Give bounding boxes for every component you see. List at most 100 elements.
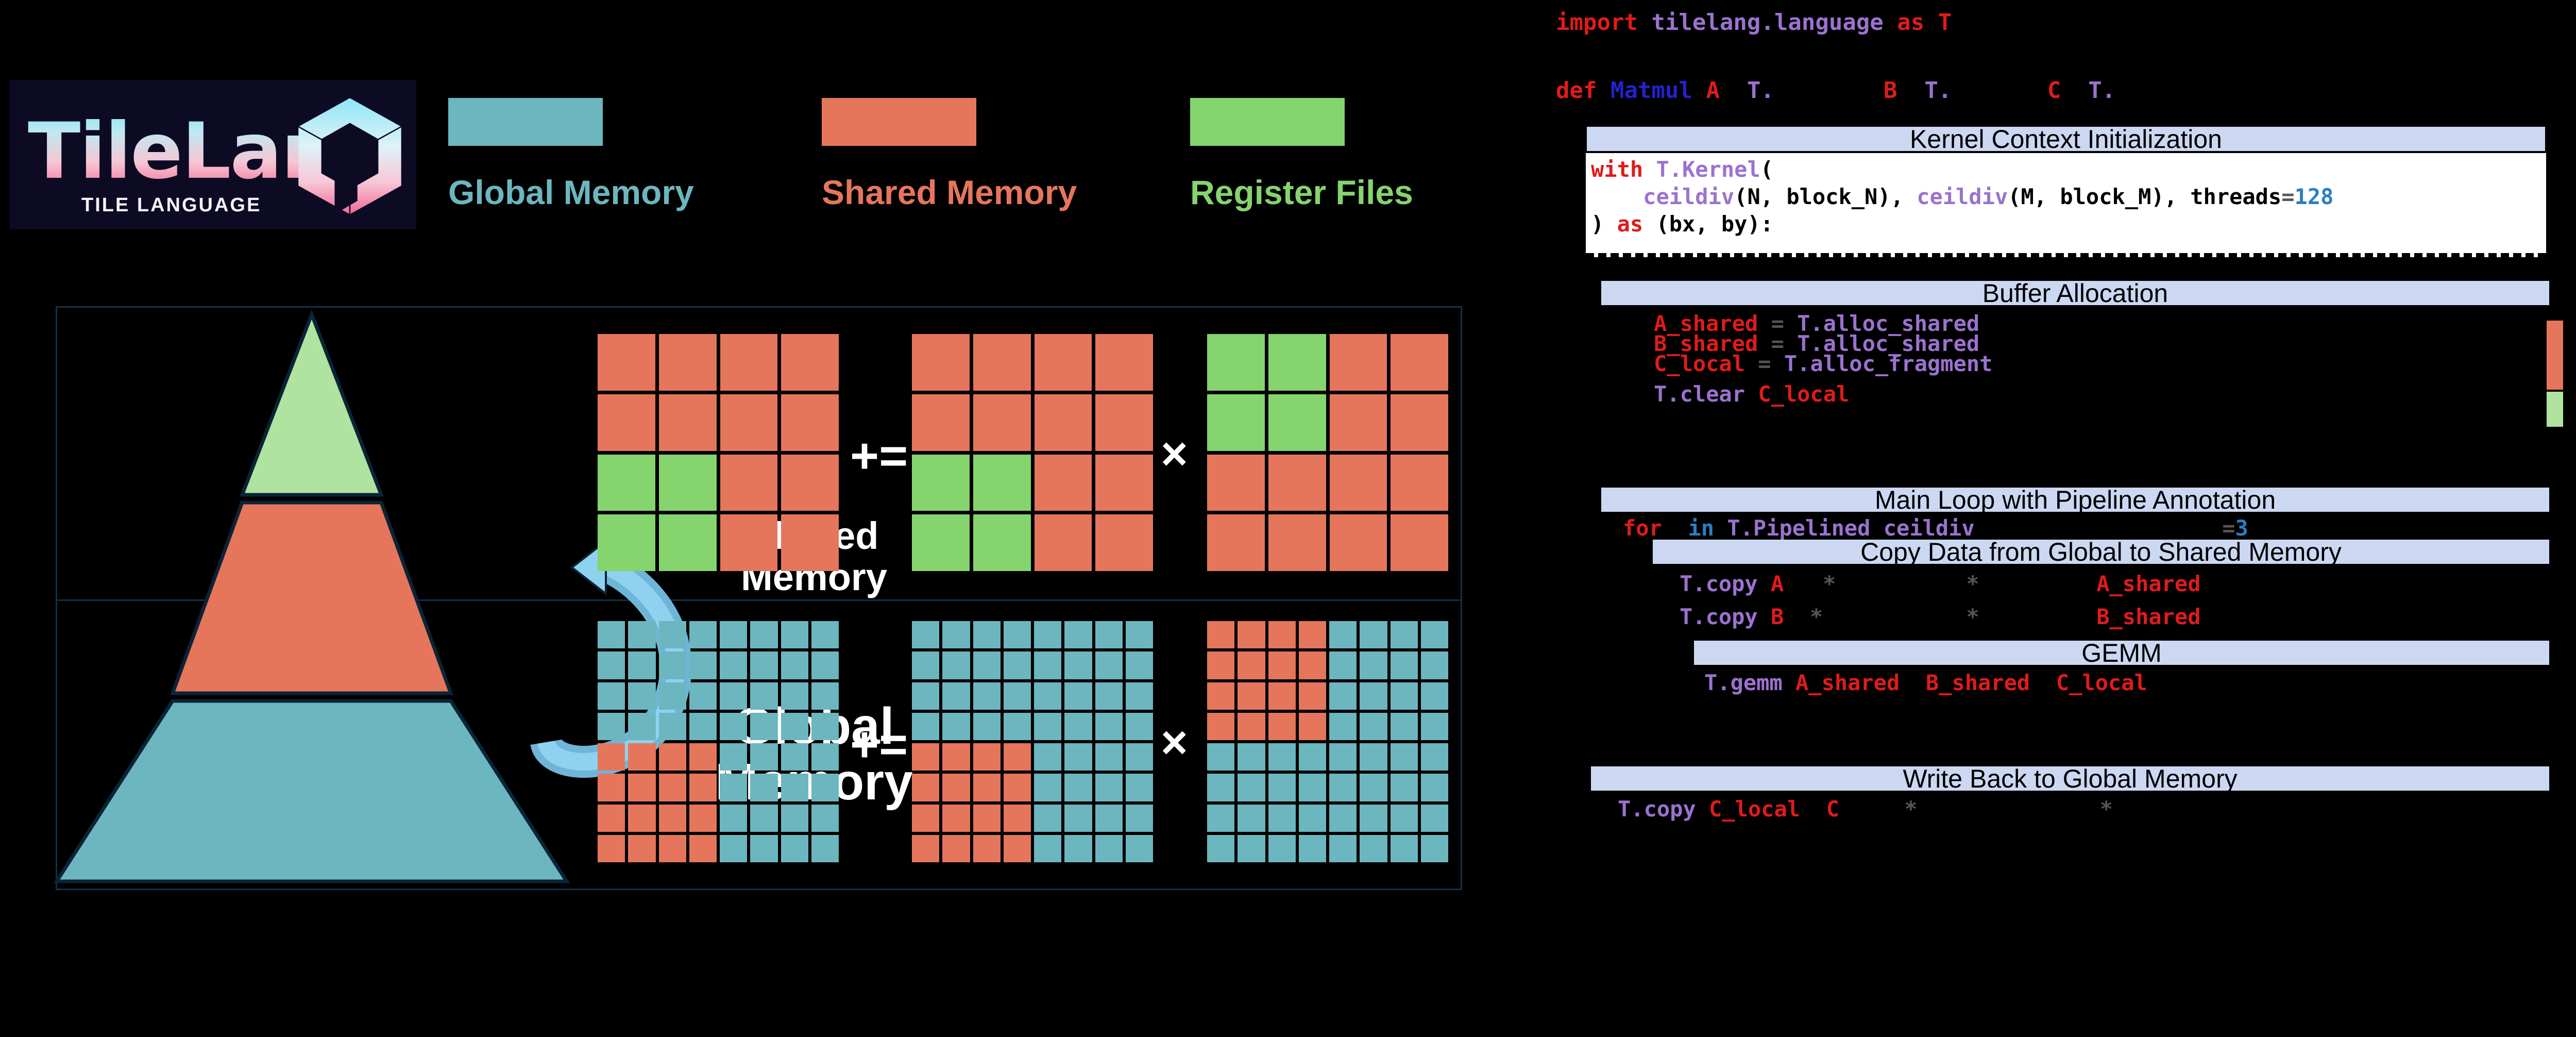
code-token: A_shared	[1795, 670, 1900, 695]
logo-subtitle: TILE LANGUAGE	[81, 194, 262, 216]
matrix-cell	[1207, 514, 1265, 571]
code-line: T.clear C_local	[1654, 381, 1849, 407]
matrix-cell	[1268, 743, 1296, 771]
code-token: T.copy	[1618, 796, 1696, 822]
matrix-cell	[1125, 712, 1153, 740]
legend-swatch-register-files	[1190, 98, 1345, 146]
matrix-cell	[781, 514, 839, 571]
code-token: T.	[2088, 77, 2116, 104]
code-token: T.Pipelined ceildiv	[1727, 515, 1975, 541]
code-token	[1696, 796, 1709, 822]
matrix-cell	[1329, 454, 1387, 511]
matrix-cell	[942, 834, 970, 862]
matrix-cell	[1391, 454, 1448, 511]
matrix-cell	[1125, 804, 1153, 832]
matrix-cell	[1095, 804, 1123, 832]
code-token: Matmul	[1610, 77, 1692, 104]
code-token: *	[1966, 604, 1979, 629]
matrix-grid-c-local-operand	[912, 334, 1153, 571]
matrix-cell	[658, 743, 686, 771]
matrix-cell	[598, 394, 655, 451]
matrix-cell	[1064, 712, 1092, 740]
matrix-cell	[720, 804, 748, 832]
code-token	[1745, 381, 1758, 407]
code-token	[1979, 571, 2097, 596]
code-token: =	[1758, 331, 1798, 356]
matrix-cell	[1268, 334, 1326, 391]
matrix-cell	[1064, 804, 1092, 832]
matrix-cell	[720, 682, 748, 710]
matrix-cell	[1207, 743, 1235, 771]
matrix-cell	[973, 712, 1001, 740]
code-token: as	[1617, 211, 1643, 237]
matrix-cell	[1238, 834, 1265, 862]
matrix-cell	[811, 651, 839, 679]
matrix-cell	[781, 743, 808, 771]
code-token: C	[1826, 796, 1839, 822]
matrix-grid-a-shared-fragment	[1207, 334, 1448, 571]
matrix-cell	[973, 804, 1001, 832]
code-token: C_local	[2056, 670, 2147, 695]
matrix-cell	[1298, 682, 1326, 710]
code-token: 3	[2235, 515, 2248, 541]
legend-swatch-global-memory	[448, 98, 603, 146]
tilelang-logo: TileLang TILE LANGUAGE	[9, 80, 416, 229]
matrix-cell	[1298, 621, 1326, 649]
pyramid-tier-register-files	[239, 309, 384, 497]
legend-label-global-memory: Global Memory	[448, 173, 694, 211]
matrix-cell	[720, 774, 748, 801]
matrix-cell	[689, 712, 717, 740]
matrix-cell	[1360, 804, 1387, 832]
matrix-cell	[1329, 774, 1357, 801]
code-token: A_shared	[1654, 311, 1758, 336]
matrix-cell	[811, 712, 839, 740]
matrix-cell	[598, 712, 625, 740]
matrix-cell	[1064, 774, 1092, 801]
diagram-panel: TileLang TILE LANGUAGE	[9, 80, 1462, 890]
matrix-cell	[750, 834, 778, 862]
matrix-cell	[1095, 651, 1123, 679]
code-token	[1774, 77, 1884, 104]
matrix-cell	[942, 712, 970, 740]
matrix-cell	[1095, 394, 1153, 451]
section-header-main-loop-with-pipeline-annotation: Main Loop with Pipeline Annotation	[1601, 486, 2549, 514]
matrix-cell	[1238, 774, 1265, 801]
matrix-cell	[1329, 804, 1357, 832]
matrix-cell	[1207, 834, 1235, 862]
matrix-cell	[658, 394, 717, 451]
section-header-buffer-allocation: Buffer Allocation	[1601, 279, 2549, 308]
code-token: *	[1823, 571, 1836, 596]
code-token: T.Kernel	[1656, 157, 1760, 182]
matrix-cell	[1034, 454, 1092, 511]
matrix-cell	[1329, 334, 1387, 391]
matrix-cell	[750, 621, 778, 649]
matrix-cell	[689, 774, 717, 801]
matrix-cell	[1390, 621, 1418, 649]
code-token	[1758, 571, 1771, 596]
matrix-cell	[598, 774, 625, 801]
code-token: (bx, by):	[1643, 211, 1774, 237]
code-line: ceildiv(N, block_N), ceildiv(M, block_M)…	[1591, 184, 2333, 209]
matrix-grid-c-global-operand	[912, 621, 1153, 862]
matrix-cell	[689, 651, 717, 679]
side-marker-shared-memory	[2547, 321, 2563, 390]
code-token	[1783, 670, 1795, 695]
matrix-cell	[973, 334, 1031, 391]
matrix-cell	[658, 804, 686, 832]
matrix-cell	[1420, 774, 1448, 801]
matrix-cell	[1207, 334, 1265, 391]
code-token	[1839, 796, 1904, 822]
matrix-cell	[1298, 834, 1326, 862]
matrix-cell	[1003, 774, 1031, 801]
matrix-cell	[912, 454, 970, 511]
matrix-cell	[1390, 774, 1418, 801]
code-token: (M, block_M),	[2008, 184, 2191, 209]
matrix-cell	[1238, 651, 1265, 679]
matrix-cell	[811, 834, 839, 862]
matrix-cell	[658, 682, 686, 710]
matrix-grid-c-local-accum	[598, 334, 839, 571]
code-token: (N, block_N),	[1734, 184, 1917, 209]
code-token: =	[1758, 311, 1798, 336]
matrix-cell	[628, 804, 656, 832]
matrix-cell	[942, 621, 970, 649]
